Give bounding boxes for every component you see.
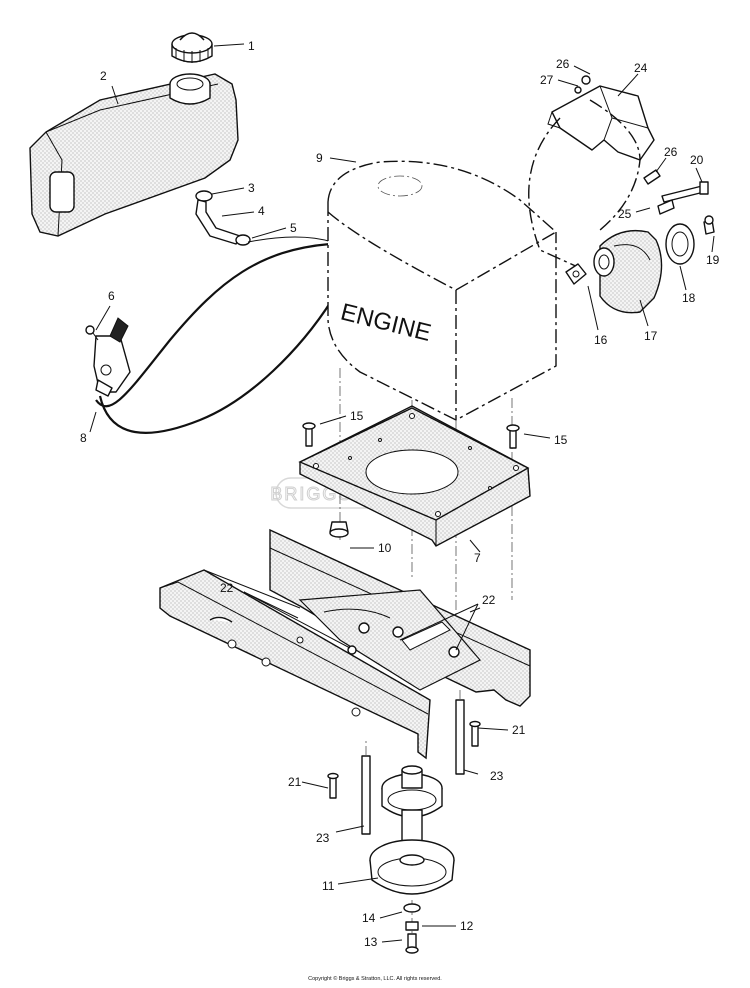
callout-14: 14 (362, 911, 376, 925)
bolt-13 (407, 933, 417, 949)
callout-16: 16 (594, 333, 608, 347)
fuel-line-assembly (95, 190, 333, 434)
washer-25 (657, 199, 675, 215)
callout-22-right: 22 (482, 593, 496, 607)
bolt-21-left (329, 775, 337, 799)
muffler-guard (547, 75, 655, 161)
callout-7: 7 (474, 551, 481, 565)
callout-10: 10 (378, 541, 392, 555)
callout-15-left: 15 (350, 409, 364, 423)
pulley-assembly (369, 765, 455, 950)
callout-19: 19 (706, 253, 720, 267)
nut-12 (405, 921, 419, 931)
guard-dashline (528, 117, 581, 269)
callout-5: 5 (290, 221, 297, 235)
washer-14 (403, 903, 421, 913)
clamp-lower (235, 234, 251, 246)
throttle-cable (95, 242, 331, 408)
callout-3: 3 (248, 181, 255, 195)
engine-bolts-15 (302, 422, 520, 449)
callout-9: 9 (316, 151, 323, 165)
engine-block: ENGINE (327, 160, 557, 421)
callout-24: 24 (634, 61, 648, 75)
leader-lines (89, 43, 715, 943)
spacer-23-left (361, 755, 371, 835)
fuel-cap (171, 32, 213, 63)
spacer-23-right (455, 699, 465, 775)
callout-1: 1 (248, 39, 255, 53)
throttle-knob (109, 317, 129, 343)
frame-slot (401, 621, 451, 651)
frame (159, 528, 531, 760)
callout-12: 12 (460, 919, 474, 933)
tank-handle-recess (49, 171, 75, 213)
muffler-gasket (665, 223, 695, 265)
callout-11: 11 (322, 879, 335, 893)
callout-6: 6 (108, 289, 115, 303)
callout-4: 4 (258, 204, 265, 218)
callout-25: 25 (618, 207, 632, 221)
muffler (593, 229, 663, 314)
callout-17: 17 (644, 329, 658, 343)
callout-27: 27 (540, 73, 554, 87)
screw-26-top (581, 75, 591, 85)
fuel-hose-elbow (195, 199, 241, 245)
callout-21-right: 21 (512, 723, 526, 737)
fuel-tank (29, 73, 239, 237)
callout-21-left: 21 (288, 775, 302, 789)
callout-8: 8 (80, 431, 87, 445)
callout-23-left: 23 (316, 831, 330, 845)
copyright-notice: Copyright © Briggs & Stratton, LLC. All … (308, 976, 442, 982)
throttle-screw (85, 325, 95, 335)
callouts: 1 2 3 4 5 6 7 8 9 10 11 12 13 14 15 15 1… (80, 39, 720, 949)
screw-26-side (643, 169, 661, 185)
plate-center-hole (365, 449, 459, 495)
engine-plate (298, 405, 531, 547)
callout-20: 20 (690, 153, 704, 167)
bolt-21-right (471, 723, 479, 747)
callout-23-right: 23 (490, 769, 504, 783)
callout-13: 13 (364, 935, 378, 949)
callout-22-left: 22 (220, 581, 234, 595)
locknut-10 (329, 521, 349, 538)
pulley-hardware (403, 903, 421, 954)
washer-27 (574, 86, 582, 94)
callout-18: 18 (682, 291, 696, 305)
pulley-bolts (327, 690, 481, 835)
bolt-20 (661, 185, 705, 203)
callout-2: 2 (100, 69, 107, 83)
callout-26-top: 26 (556, 57, 570, 71)
muffler-bolts (643, 169, 715, 235)
throttle-control (85, 317, 131, 397)
callout-26-side: 26 (664, 145, 678, 159)
callout-15-right: 15 (554, 433, 568, 447)
